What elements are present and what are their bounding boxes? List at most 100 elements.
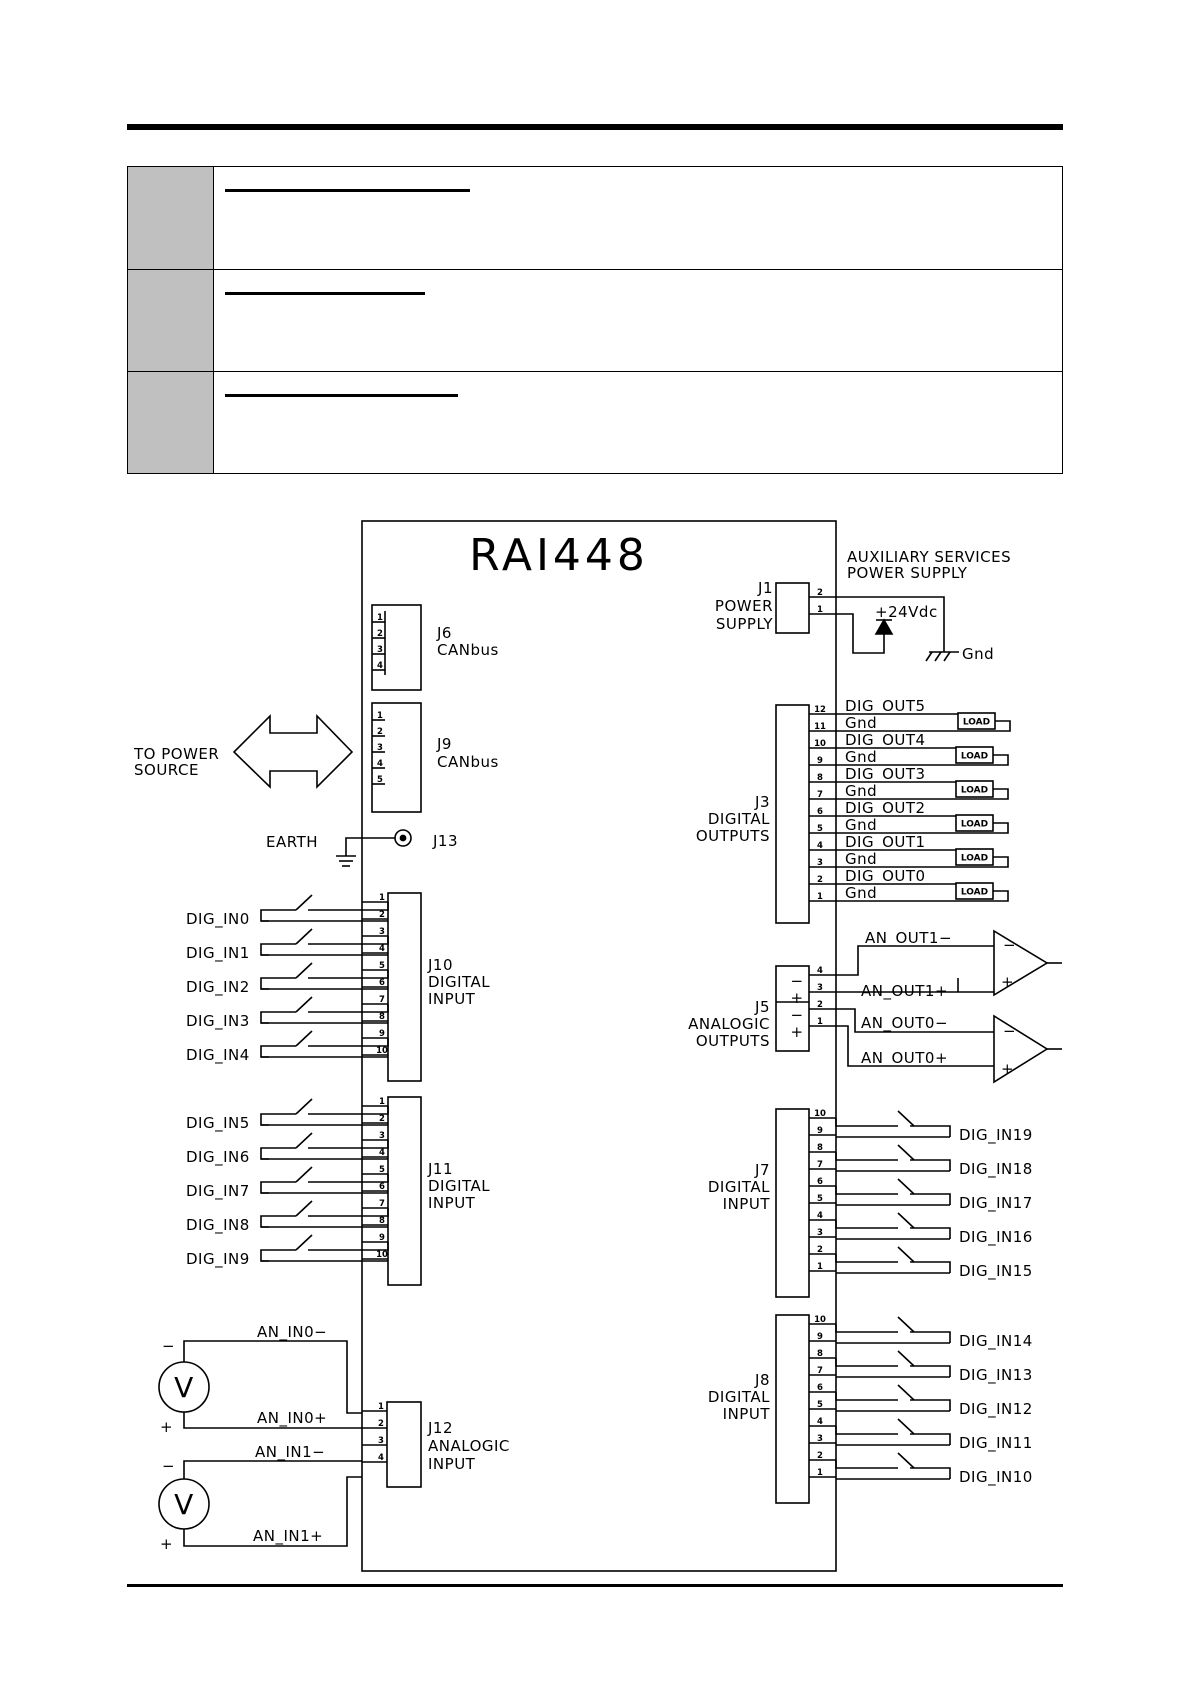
pin-number: 6 — [817, 1177, 823, 1187]
aux-supply-label: AUXILIARY SERVICES — [847, 548, 1011, 566]
input-wire — [260, 1147, 296, 1160]
input-label: DIG_IN12 — [959, 1400, 1033, 1419]
power-source-label: SOURCE — [134, 761, 199, 779]
pin-number: 8 — [817, 1143, 823, 1153]
connector-J11-label: J11 — [427, 1160, 453, 1178]
connector-J10-label: INPUT — [428, 990, 476, 1008]
polarity-minus: − — [162, 1337, 175, 1355]
connector-J1-label: J1 — [757, 579, 773, 597]
note-row — [128, 269, 1062, 371]
pin-number: 1 — [379, 893, 385, 903]
polarity-minus: − — [162, 1457, 175, 1475]
input-wire — [308, 1140, 389, 1149]
opamp-plus: + — [1001, 973, 1014, 991]
connector-J7 — [775, 1108, 810, 1298]
connector-J7-label: J7 — [754, 1161, 770, 1179]
pin-number: 4 — [817, 1211, 823, 1221]
footer-rule — [127, 1584, 1063, 1587]
pin-number: 3 — [379, 1131, 385, 1141]
input-wire — [260, 1215, 296, 1228]
input-wire — [260, 1045, 296, 1058]
pin-number: 10 — [814, 1109, 826, 1119]
pin-number: 9 — [817, 1126, 823, 1136]
connector-J8-label: J8 — [754, 1371, 770, 1389]
note-icon-cell — [128, 270, 214, 371]
output-label: DIG_OUT3 — [845, 765, 926, 784]
pin-number: 1 — [379, 1097, 385, 1107]
voltmeter-symbol: V — [174, 1488, 194, 1521]
analog-wire — [183, 1460, 362, 1479]
input-label: DIG_IN2 — [186, 978, 250, 997]
input-label: DIG_IN11 — [959, 1434, 1033, 1453]
device-title: RAI448 — [469, 530, 649, 581]
connector-J5-label: J5 — [754, 998, 770, 1016]
ground-icon — [925, 651, 933, 662]
switch-icon — [897, 1384, 915, 1401]
header-rule — [127, 124, 1063, 130]
pin-number: 2 — [817, 1245, 823, 1255]
pin-number: 5 — [817, 1400, 823, 1410]
output-wire — [836, 720, 1011, 732]
gnd-label: Gnd — [962, 645, 994, 663]
input-wire — [308, 1242, 389, 1251]
load-label: LOAD — [963, 718, 990, 728]
switch-icon — [897, 1212, 915, 1229]
pin-number: 3 — [817, 1434, 823, 1444]
pin-number: 8 — [379, 1012, 385, 1022]
input-wire — [308, 970, 389, 979]
input-wire — [260, 1011, 296, 1024]
pin-number: 4 — [378, 1453, 384, 1463]
input-wire — [835, 1392, 898, 1401]
analog-out-wire — [836, 1025, 994, 1067]
pin-number: 6 — [817, 1383, 823, 1393]
pin-number: 3 — [817, 1228, 823, 1238]
pin-number: 6 — [379, 978, 385, 988]
analog-input-label: AN_IN0− — [257, 1323, 327, 1342]
output-gnd-label: Gnd — [845, 748, 877, 766]
input-wire — [910, 1331, 951, 1343]
load-label: LOAD — [961, 888, 988, 898]
load-label: LOAD — [961, 820, 988, 830]
pin-number: 2 — [817, 588, 823, 598]
analog-out-wire — [836, 1008, 994, 1033]
output-gnd-label: Gnd — [845, 714, 877, 732]
pin-number: 1 — [817, 1468, 823, 1478]
input-label: DIG_IN0 — [186, 910, 250, 929]
connector-J11 — [387, 1096, 422, 1286]
analog-output-label: AN_OUT0− — [861, 1014, 948, 1033]
pin-number: 2 — [379, 1114, 385, 1124]
pin-number: 5 — [379, 1165, 385, 1175]
connector-J7-label: INPUT — [723, 1195, 771, 1213]
switch-icon — [897, 1452, 915, 1469]
switch-icon — [295, 1098, 313, 1115]
input-wire — [260, 909, 296, 922]
pin-number: 2 — [817, 1451, 823, 1461]
note-heading-underline — [225, 394, 458, 397]
switch-icon — [897, 1144, 915, 1161]
pin-number: 12 — [814, 705, 826, 715]
pin-number: 7 — [817, 1160, 823, 1170]
switch-icon — [295, 1200, 313, 1217]
pin-number: 3 — [377, 645, 383, 655]
input-label: DIG_IN19 — [959, 1126, 1033, 1145]
pin-number: 6 — [379, 1182, 385, 1192]
connector-J10-label: DIGITAL — [428, 973, 490, 991]
output-label: DIG_OUT5 — [845, 697, 926, 716]
load-label: LOAD — [961, 752, 988, 762]
polarity-plus: + — [160, 1535, 173, 1553]
analog-wire — [183, 1412, 362, 1429]
input-wire — [308, 1106, 389, 1115]
pin-number: 9 — [379, 1029, 385, 1039]
connector-J12-label: INPUT — [428, 1455, 476, 1473]
pin-number: 8 — [817, 773, 823, 783]
pin-number: 9 — [817, 756, 823, 766]
input-label: DIG_IN1 — [186, 944, 250, 963]
switch-icon — [295, 894, 313, 911]
switch-icon — [897, 1110, 915, 1127]
opamp-icon — [993, 929, 1049, 997]
input-wire — [260, 1249, 296, 1262]
pin-number: 1 — [817, 1017, 823, 1027]
pin-number: 1 — [377, 613, 383, 623]
output-gnd-label: Gnd — [845, 884, 877, 902]
input-wire — [260, 1181, 296, 1194]
